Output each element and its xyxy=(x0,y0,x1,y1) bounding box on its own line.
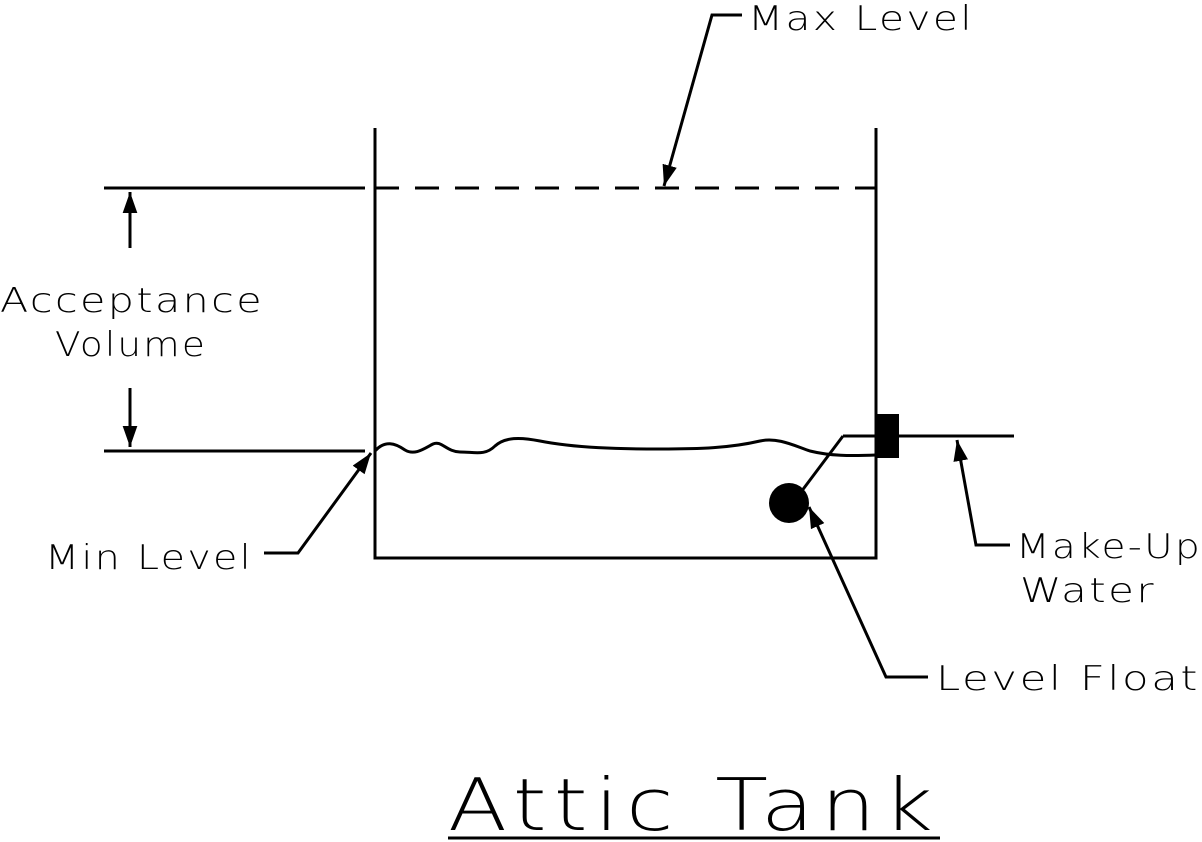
min-level-leader xyxy=(264,452,373,555)
diagram-title: Attic Tank xyxy=(448,763,940,842)
make-up-water-leader xyxy=(953,439,1010,547)
level-float-label: Level Float xyxy=(936,659,1200,699)
level-float-ball xyxy=(769,483,809,523)
water-surface xyxy=(373,436,877,458)
make-up-water-label-line2: Water xyxy=(1020,571,1156,611)
min-level-label: Min Level xyxy=(45,538,253,578)
level-float-leader xyxy=(807,506,928,679)
valve-block xyxy=(876,414,899,458)
max-level-leader xyxy=(662,13,742,187)
acceptance-volume-label-line2: Volume xyxy=(55,325,207,365)
float-arm xyxy=(796,435,845,497)
tank-walls xyxy=(373,128,878,560)
make-up-water-label-line1: Make-Up xyxy=(1016,527,1202,567)
acceptance-volume-label-line1: Acceptance xyxy=(0,281,264,321)
max-level-label: Max Level xyxy=(748,0,974,39)
